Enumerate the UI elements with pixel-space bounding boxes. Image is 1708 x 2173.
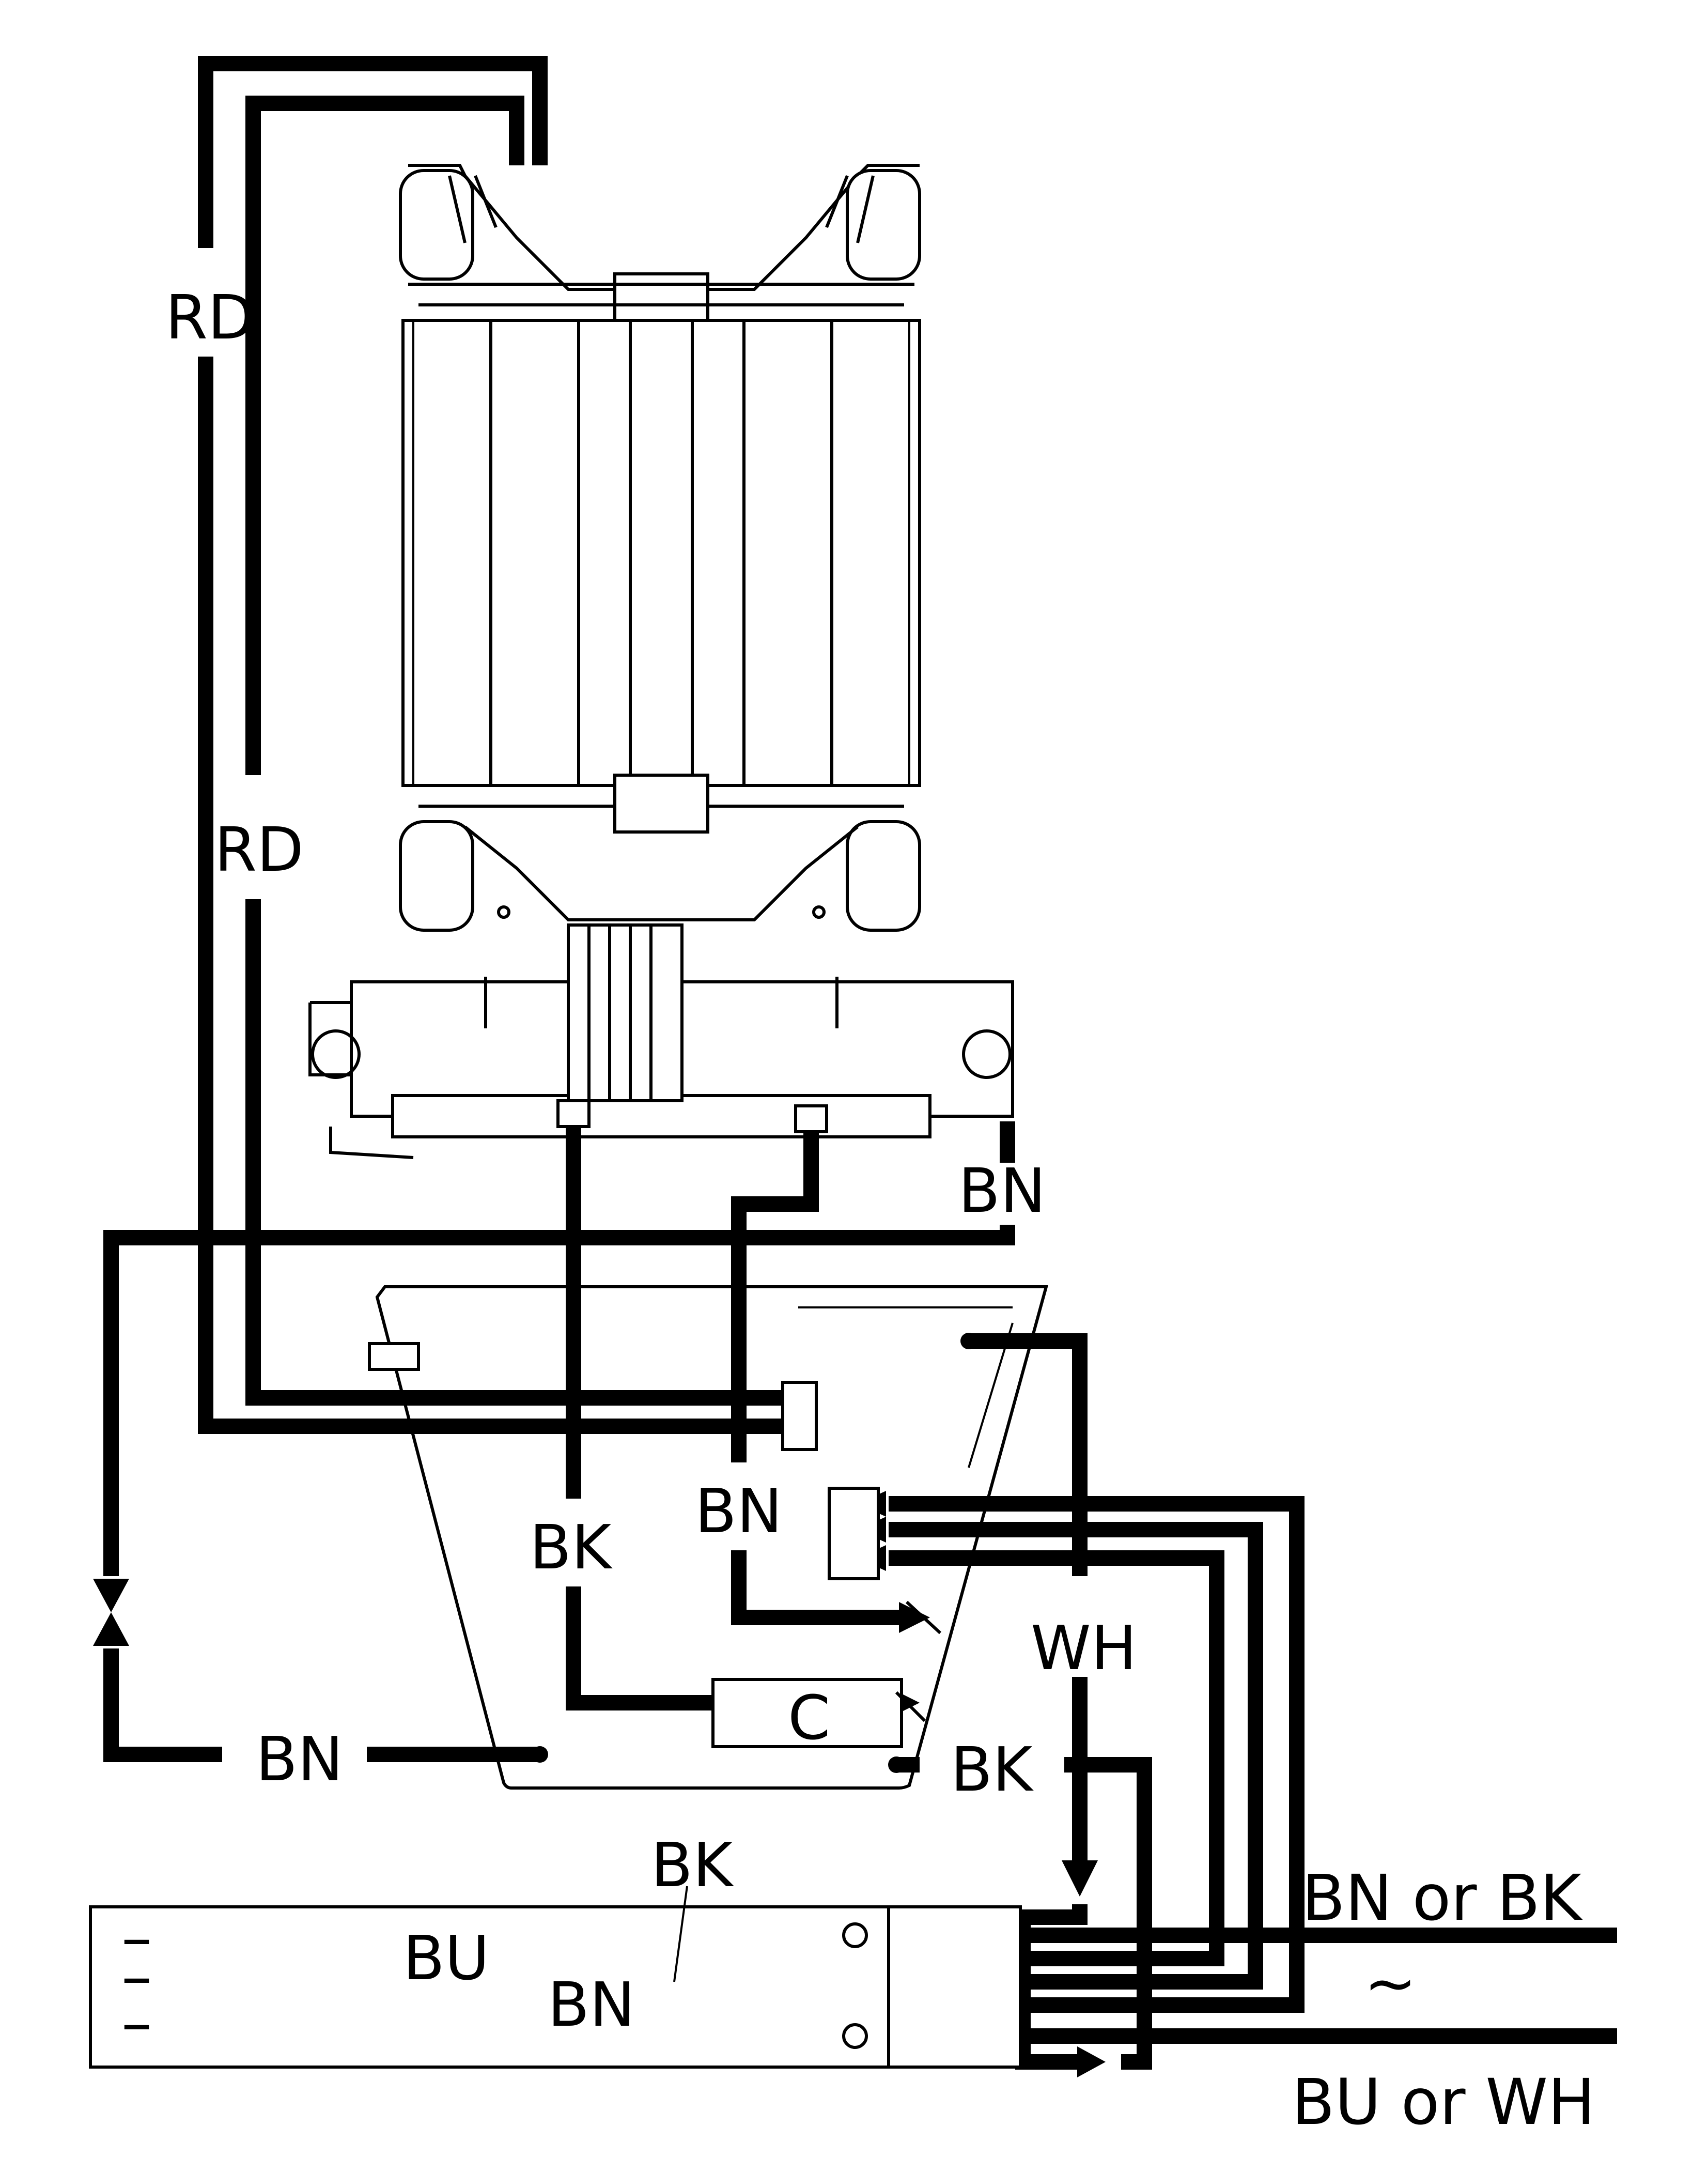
label-bk-right: BK [951, 1734, 1034, 1805]
label-bn-left: BN [256, 1723, 343, 1795]
wire-rd-outer [198, 56, 548, 248]
terminal-mark-3: – [121, 1987, 152, 2058]
terminal-block [89, 1905, 1022, 2069]
wire-wh [969, 1333, 1088, 1576]
label-bu-terminal: BU [403, 1922, 489, 1994]
label-bn-terminal: BN [548, 1969, 635, 2040]
label-bn-center: BN [695, 1475, 782, 1547]
wire-switch-3 [889, 1550, 1224, 1966]
terminal-mark-2: – [121, 1940, 152, 2012]
wire-bn-center [731, 1132, 819, 1462]
supply-line-label: BN or BK [1302, 1861, 1583, 1935]
label-wh: WH [1031, 1612, 1137, 1684]
wire-switch-2 [889, 1522, 1263, 1990]
capacitor [711, 1678, 903, 1748]
wire-switch-1 [889, 1496, 1305, 2013]
motor-stator [401, 319, 921, 787]
supply-neutral-label: BU or WH [1292, 2066, 1595, 2139]
motor [308, 164, 1014, 1159]
terminal-mark-1: – [121, 1902, 152, 1973]
motor-base [308, 923, 1014, 1159]
label-bn-motor: BN [958, 1155, 1046, 1226]
ac-symbol: ~ [1364, 1947, 1417, 2020]
wire-rd-inner [245, 96, 524, 775]
motor-bottom-endcap [399, 774, 921, 932]
motor-top-endcap [399, 164, 921, 327]
control-box [368, 1285, 1048, 1790]
label-bk-lower: BK [651, 1829, 734, 1901]
label-rd-mid: RD [214, 814, 304, 885]
label-bk-center: BK [530, 1512, 613, 1583]
labels: RD RD BN BN BK WH BN BK BK BU BN C BN or… [121, 282, 1595, 2139]
label-rd-top: RD [165, 282, 255, 353]
capacitor-label: C [788, 1682, 830, 1753]
